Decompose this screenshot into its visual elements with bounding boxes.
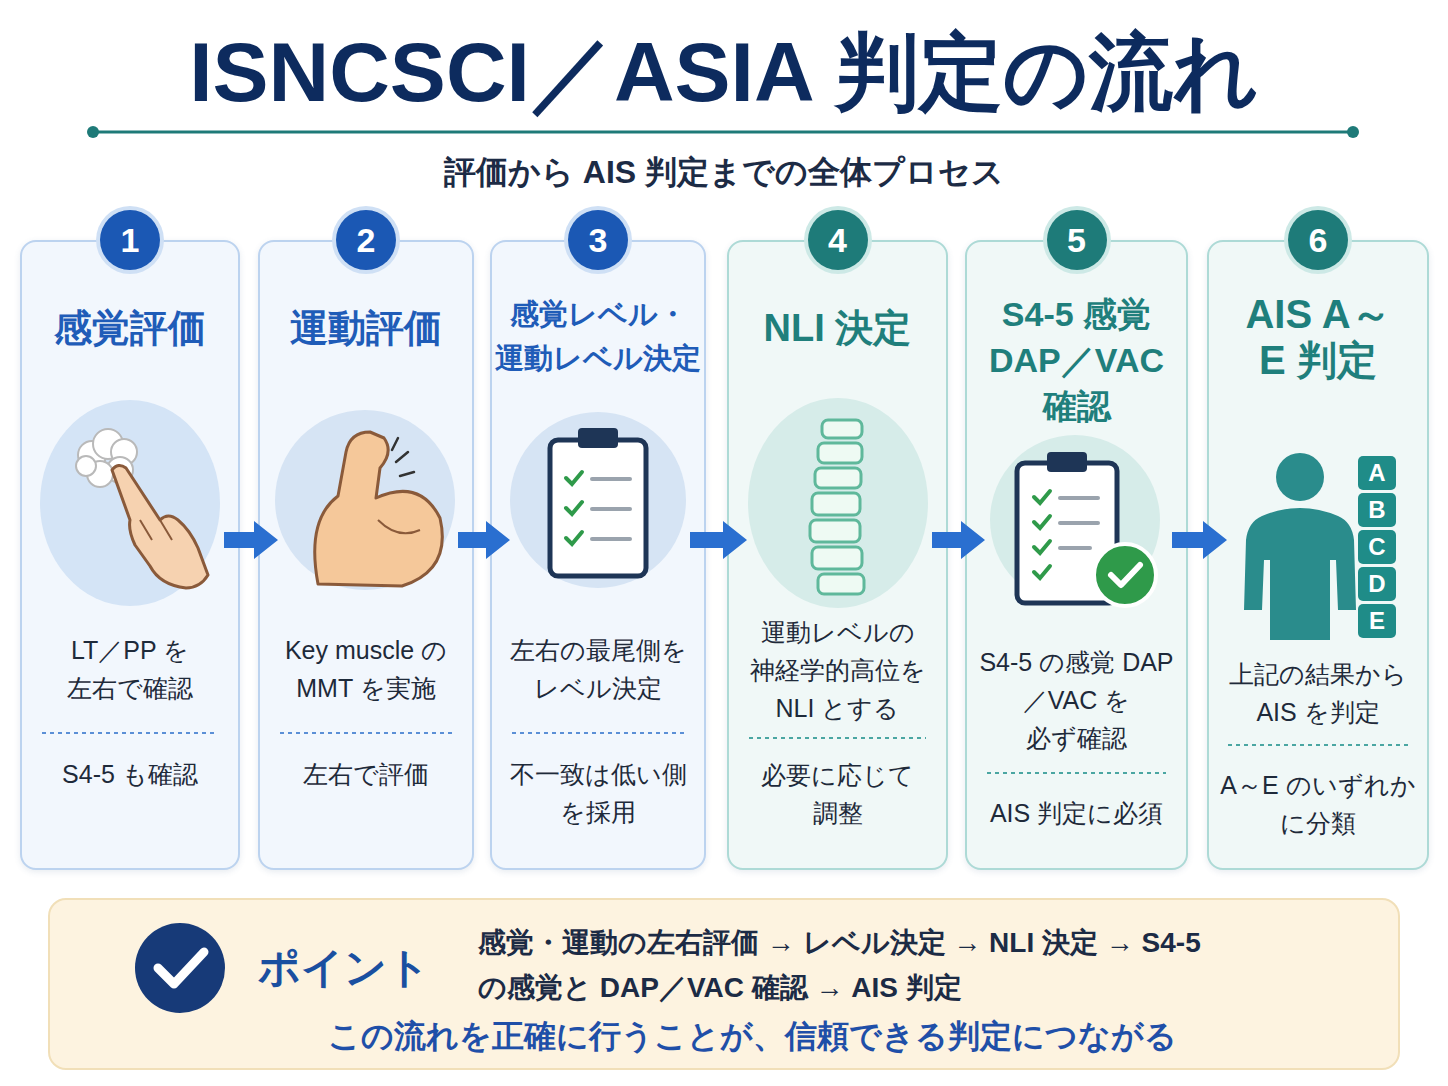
process-card: NLI 決定運動レベルの 神経学的高位を NLI とする必要に応じて 調整4 xyxy=(727,240,948,870)
point-flow: 感覚・運動の左右評価 → レベル決定 → NLI 決定 → S4-5 の感覚と … xyxy=(478,920,1298,1010)
card-heading: 感覚評価 xyxy=(25,304,235,352)
grade-box: B xyxy=(1358,493,1396,527)
grade-letter: D xyxy=(1358,567,1396,601)
grade-box: D xyxy=(1358,567,1396,601)
card-body: 運動レベルの 神経学的高位を NLI とする xyxy=(735,613,940,727)
point-message: この流れを正確に行うことが、信頼できる判定につながる xyxy=(328,1014,1328,1058)
card-body: S4-5 の感覚 DAP／VAC を 必ず確認 xyxy=(974,643,1179,757)
card-body: 上記の結果から AIS を判定 xyxy=(1216,655,1421,731)
grade-box: C xyxy=(1358,530,1396,564)
card-heading: NLI 決定 xyxy=(733,304,943,352)
step-number-circle: 6 xyxy=(1288,210,1348,270)
card-note: 必要に応じて 調整 xyxy=(735,756,940,832)
point-box: ポイント感覚・運動の左右評価 → レベル決定 → NLI 決定 → S4-5 の… xyxy=(48,898,1400,1070)
process-card: S4-5 感覚 DAP／VAC 確認 S4-5 の感覚 DAP／VAC を 必ず確… xyxy=(965,240,1188,870)
subtitle: 評価から AIS 判定までの全体プロセス xyxy=(0,150,1448,194)
step-number-circle: 3 xyxy=(568,210,628,270)
step-number: 1 xyxy=(100,210,160,270)
process-card: AIS A～E 判定上記の結果から AIS を判定A～E のいずれか に分類6A… xyxy=(1207,240,1429,870)
step-number: 3 xyxy=(568,210,628,270)
card-body: LT／PP を 左右で確認 xyxy=(28,631,233,707)
grade-letter: A xyxy=(1358,456,1396,490)
card-heading: 運動評価 xyxy=(261,304,471,352)
diagram-title: ISNCSCI／ASIA 判定の流れ xyxy=(0,22,1448,122)
grade-letter: C xyxy=(1358,530,1396,564)
process-card: 感覚評価LT／PP を 左右で確認S4-5 も確認1 xyxy=(20,240,240,870)
dotted-separators xyxy=(42,733,1408,773)
grade-letter: E xyxy=(1358,604,1396,638)
step-number-circle: 5 xyxy=(1047,210,1107,270)
step-number: 5 xyxy=(1047,210,1107,270)
card-heading: 感覚レベル・ 運動レベル決定 xyxy=(491,292,705,380)
card-heading: S4-5 感覚 DAP／VAC 確認 xyxy=(974,291,1179,429)
step-number: 2 xyxy=(336,210,396,270)
step-number: 6 xyxy=(1288,210,1348,270)
process-card: 運動評価Key muscle の MMT を実施左右で評価2 xyxy=(258,240,474,870)
grade-letter: B xyxy=(1358,493,1396,527)
card-note: 左右で評価 xyxy=(264,755,469,793)
card-note: S4-5 も確認 xyxy=(28,755,233,793)
step-number-circle: 4 xyxy=(808,210,868,270)
grade-box: E xyxy=(1358,604,1396,638)
card-note: A～E のいずれか に分類 xyxy=(1216,766,1421,842)
card-heading: AIS A～E 判定 xyxy=(1243,291,1393,383)
step-number: 4 xyxy=(808,210,868,270)
card-note: 不一致は低い側 を採用 xyxy=(496,755,701,831)
grade-box: A xyxy=(1358,456,1396,490)
process-card: 感覚レベル・ 運動レベル決定左右の最尾側を レベル決定不一致は低い側 を採用3 xyxy=(490,240,706,870)
point-heading: ポイント xyxy=(258,940,438,996)
step-number-circle: 1 xyxy=(100,210,160,270)
title-rule xyxy=(87,126,1359,138)
card-body: Key muscle の MMT を実施 xyxy=(264,631,469,707)
card-body: 左右の最尾側を レベル決定 xyxy=(496,631,701,707)
card-note: AIS 判定に必須 xyxy=(974,794,1179,832)
step-number-circle: 2 xyxy=(336,210,396,270)
